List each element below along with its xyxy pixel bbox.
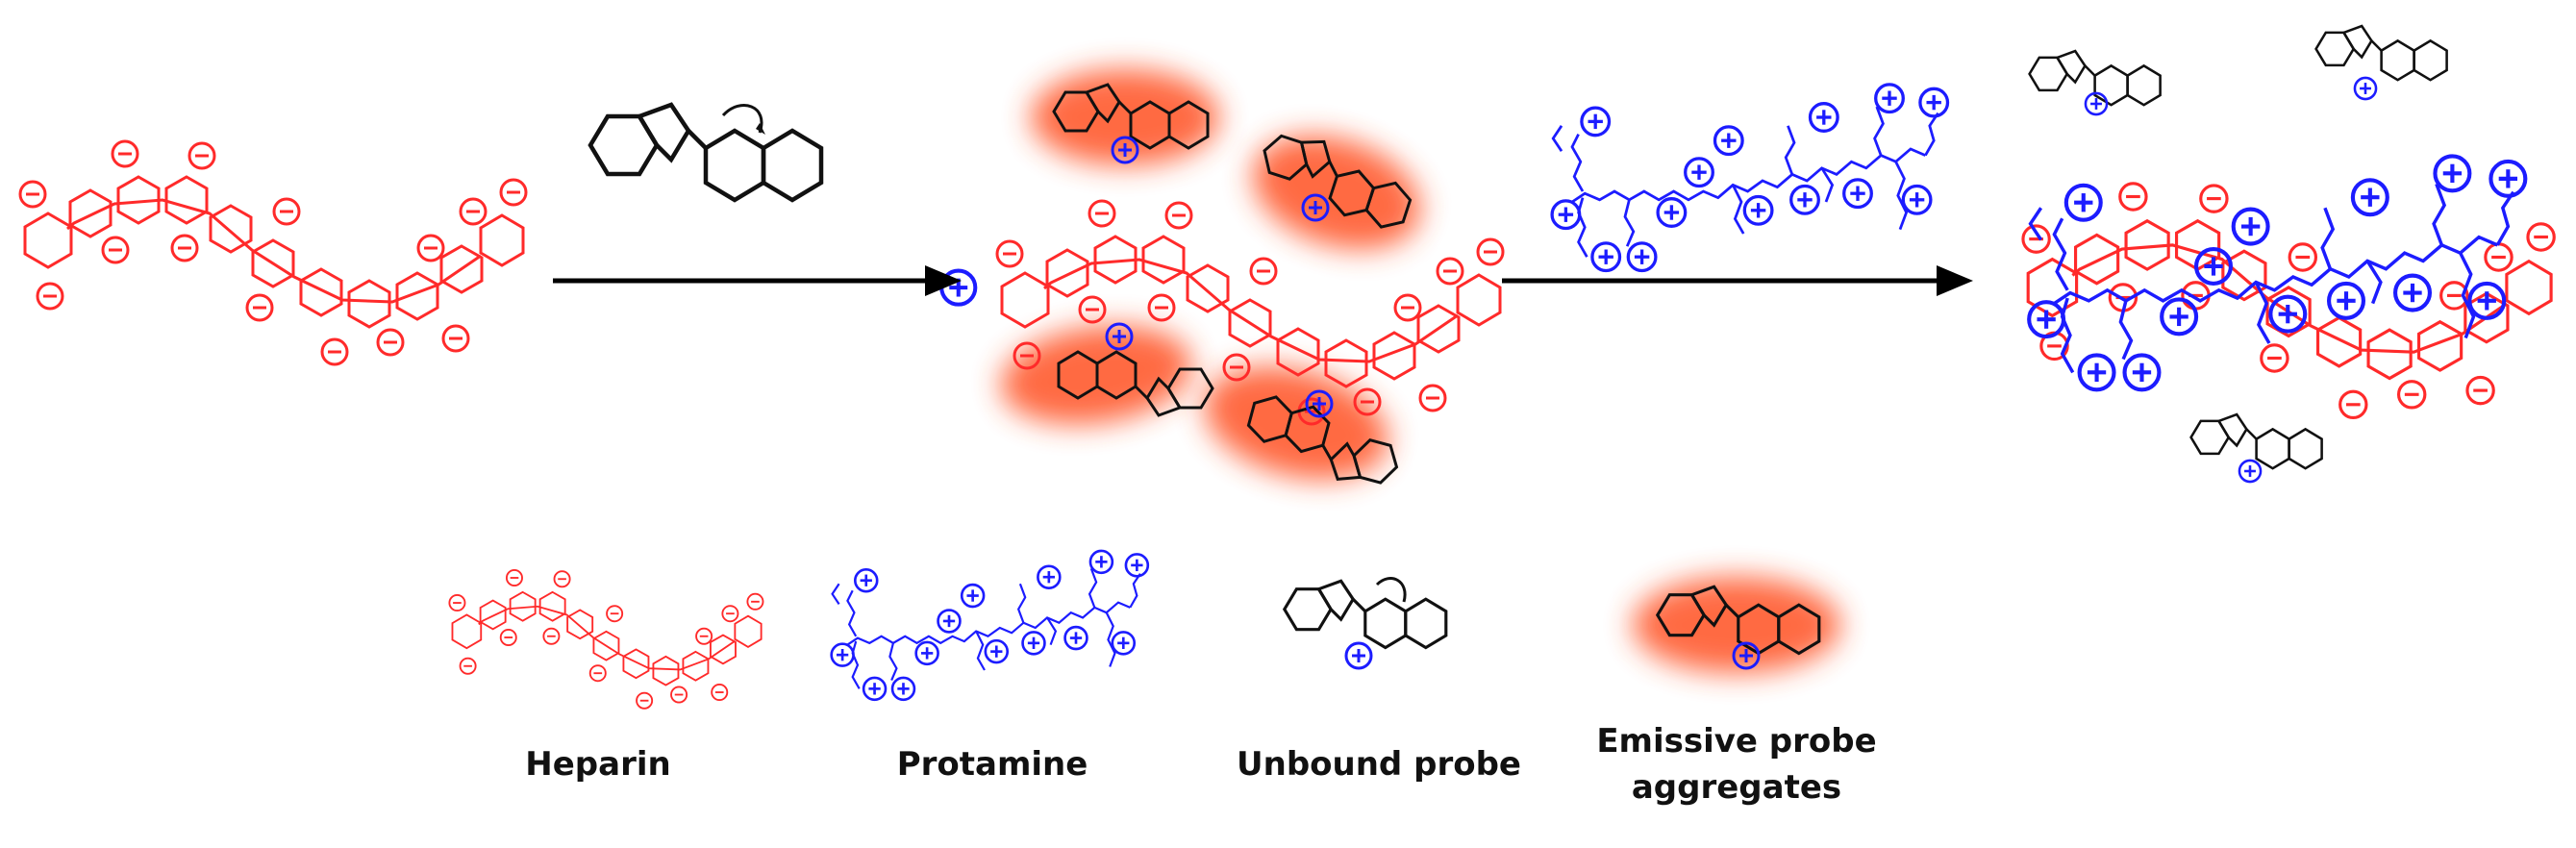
legend-heparin-icon (449, 570, 763, 709)
legend-label-emissive-line1: Emissive probe (1596, 722, 1876, 761)
heparin-chain (20, 141, 526, 364)
arrowhead-icon (756, 123, 765, 135)
protamine-chain-top (1552, 85, 1947, 271)
legend-unbound-probe-icon (1283, 577, 1448, 670)
rotation-arrow-icon (721, 104, 763, 134)
legend-label-protamine: Protamine (897, 745, 1088, 784)
probe-molecule-top (590, 105, 975, 305)
legend-label-heparin: Heparin (525, 745, 670, 784)
legend-label-unbound-probe: Unbound probe (1237, 745, 1521, 784)
protamine-chain-complex (2029, 156, 2525, 389)
heparin-chain-complex (2023, 184, 2554, 418)
reaction-arrow-2 (1502, 265, 1973, 296)
legend-label-emissive-line2: aggregates (1632, 768, 1841, 807)
reaction-arrow-1 (553, 265, 962, 296)
legend-emissive-aggregate-icon (1633, 577, 1840, 673)
legend-protamine-icon (832, 551, 1148, 700)
glow-aggregates (1000, 69, 1421, 480)
